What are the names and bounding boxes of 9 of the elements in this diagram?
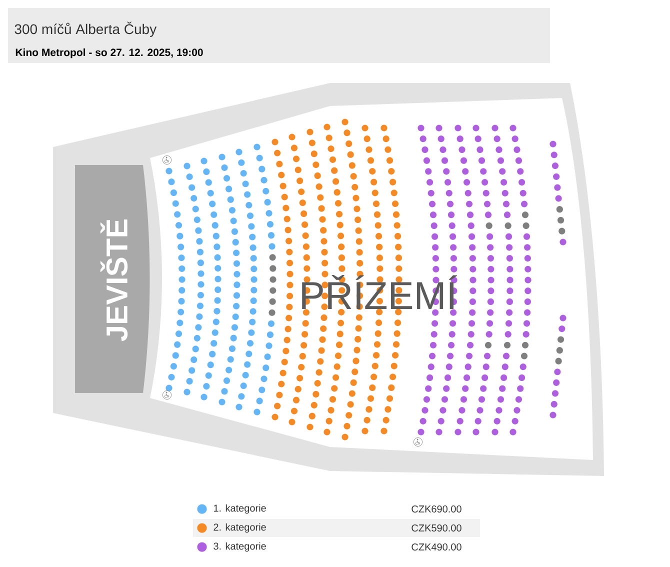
price-label: CZK490.00: [412, 543, 462, 551]
event-title: 300 míčů Alberta Čuby: [14, 22, 157, 37]
stage: JEVIŠTĚ: [75, 165, 150, 393]
legend-label: 3. kategorie: [214, 542, 266, 552]
legend-label: 2. kategorie: [214, 523, 266, 533]
legend-label: 1. kategorie: [214, 504, 266, 514]
price-label: CZK690.00: [412, 505, 462, 513]
event-subtitle: Kino Metropol - so 27. 12. 2025, 19:00: [16, 48, 203, 58]
price-label: CZK590.00: [412, 524, 462, 532]
